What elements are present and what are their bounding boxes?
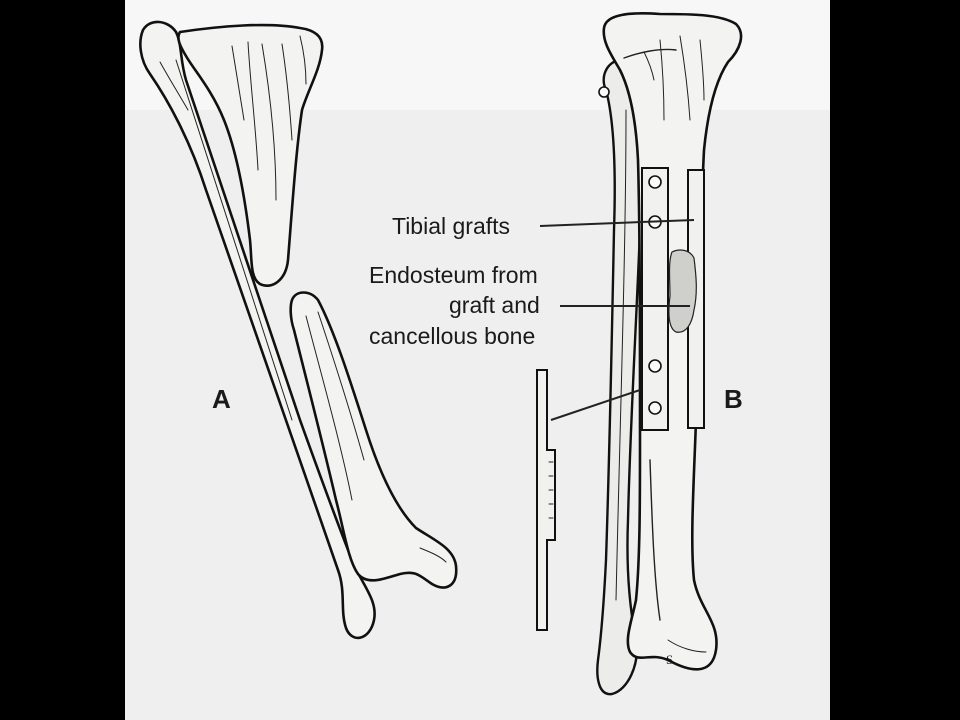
- screw-4: [648, 401, 662, 415]
- paper-shading: [125, 110, 830, 720]
- loose-graft-strip: [536, 369, 556, 631]
- label-tibial-grafts: Tibial grafts: [392, 213, 510, 239]
- panel-a-drawing: [139, 20, 458, 640]
- panel-b-drawing: [596, 12, 743, 696]
- bone-graft-illustration: A: [139, 12, 743, 696]
- tibial-graft-strip-b: [641, 167, 669, 431]
- artist-signature: S.: [666, 652, 676, 667]
- panel-label-b: B: [724, 384, 743, 414]
- screw-1: [648, 175, 662, 189]
- leader-loose-strip: [550, 389, 641, 421]
- illustration-panel: A: [125, 0, 830, 720]
- label-endosteum-line-3: cancellous bone: [369, 323, 535, 349]
- tibia-b: [602, 12, 743, 671]
- screw-3: [648, 359, 662, 373]
- leader-tibial-grafts: [539, 219, 695, 227]
- label-endosteum-line-1: Endosteum from: [369, 262, 538, 288]
- fibula-a: [139, 20, 376, 640]
- tibia-proximal-fragment-a: [177, 23, 324, 287]
- label-endosteum-line-2: graft and: [449, 292, 540, 318]
- tibia-distal-fragment-a: [289, 291, 458, 589]
- panel-label-a: A: [212, 384, 231, 414]
- cancellous-bone-packing: [668, 249, 697, 333]
- fibula-head-mark: [598, 86, 610, 98]
